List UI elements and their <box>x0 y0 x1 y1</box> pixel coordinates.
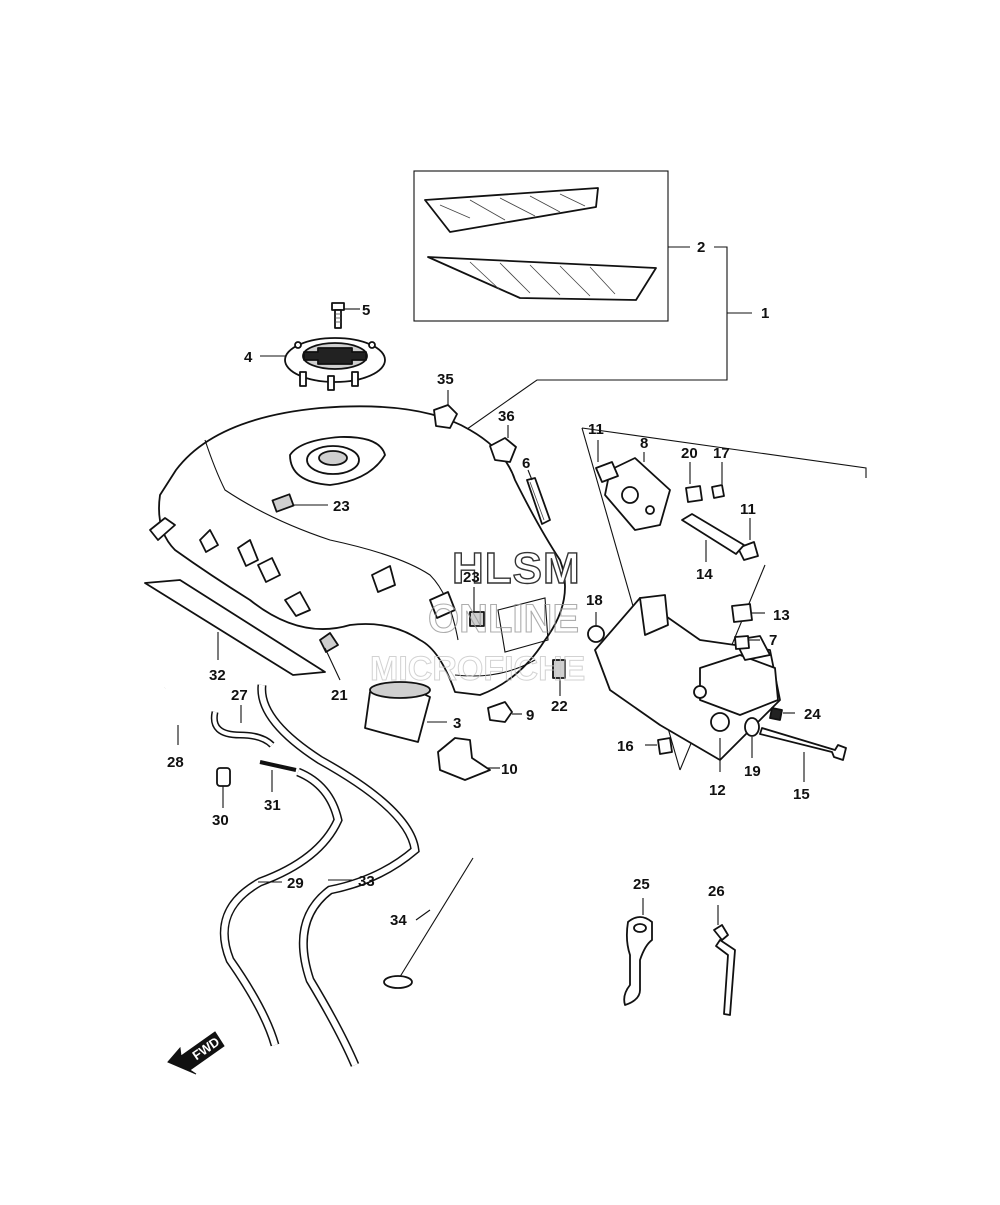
callout-20: 20 <box>681 445 698 462</box>
hoses <box>162 684 420 1067</box>
clamp-30 <box>216 767 231 787</box>
washer-18 <box>587 625 605 643</box>
callout-33: 33 <box>358 873 375 890</box>
callout-6: 6 <box>522 455 530 472</box>
fwd-arrow: FWD <box>167 1031 225 1075</box>
bolt-17 <box>711 484 725 499</box>
callout-30: 30 <box>212 812 229 829</box>
callout-32: 32 <box>209 667 226 684</box>
callout-1: 1 <box>761 305 769 322</box>
pipe-14 <box>681 513 745 555</box>
callout-19: 19 <box>744 763 761 780</box>
callout-3: 3 <box>453 715 461 732</box>
bolt-16 <box>657 737 673 755</box>
mount-10 <box>437 737 491 781</box>
callout-29: 29 <box>287 875 304 892</box>
callout-28: 28 <box>167 754 184 771</box>
leader-1 <box>449 246 728 442</box>
callout-17: 17 <box>713 445 730 462</box>
callout-35: 35 <box>437 371 454 388</box>
callout-5: 5 <box>362 302 370 319</box>
watermark-line2: ONLINE <box>428 597 579 641</box>
callout-16: 16 <box>617 738 634 755</box>
tie-head-26 <box>713 924 729 941</box>
hose-31 <box>259 760 297 772</box>
pad-23b <box>469 611 485 627</box>
callout-14: 14 <box>696 566 713 583</box>
spacer-22 <box>552 659 566 679</box>
watermark-line1: HLSM <box>452 544 581 593</box>
callout-4: 4 <box>244 349 253 366</box>
clip-13 <box>731 603 753 623</box>
callout-18: 18 <box>586 592 603 609</box>
cushion-36 <box>489 437 517 463</box>
tube-34 <box>397 857 474 981</box>
cushion-35 <box>433 404 458 429</box>
callout-15: 15 <box>793 786 810 803</box>
callout-13: 13 <box>773 607 790 624</box>
tank-bracket-left <box>149 517 176 541</box>
callout-2: 2 <box>697 239 705 256</box>
fuel-tank <box>149 405 566 696</box>
callout-11-left: 11 <box>588 421 604 438</box>
rubber-3 <box>364 681 431 743</box>
pad-32 <box>144 579 326 676</box>
callout-36: 36 <box>498 408 515 425</box>
callout-11-right: 11 <box>740 501 756 518</box>
callout-21: 21 <box>331 687 348 704</box>
callout-labels: 1 2 3 4 5 6 7 8 9 10 11 11 12 13 14 15 1… <box>167 239 821 929</box>
callout-7: 7 <box>769 632 777 649</box>
callout-22: 22 <box>551 698 568 715</box>
decal-lower <box>427 256 657 301</box>
strap-25 <box>623 916 653 1006</box>
callout-8: 8 <box>640 435 648 452</box>
callout-23-upper: 23 <box>333 498 350 515</box>
nut-7 <box>734 635 750 650</box>
callout-25: 25 <box>633 876 650 893</box>
callout-12: 12 <box>709 782 726 799</box>
collar-20 <box>685 485 703 503</box>
grommet-11a <box>595 461 619 483</box>
callout-34: 34 <box>390 912 407 929</box>
part-21-grommet <box>319 632 339 653</box>
callout-23-lower: 23 <box>463 569 480 586</box>
callout-27: 27 <box>231 687 248 704</box>
callout-10: 10 <box>501 761 518 778</box>
rubber-9 <box>487 701 513 723</box>
fuel-cap <box>284 337 386 391</box>
callout-24: 24 <box>804 706 821 723</box>
callout-31: 31 <box>264 797 281 814</box>
decal-upper <box>424 187 599 233</box>
washer-19 <box>744 717 760 737</box>
callout-9: 9 <box>526 707 534 724</box>
decal-inset-box <box>413 170 669 322</box>
bolt-15 <box>759 727 847 761</box>
callout-26: 26 <box>708 883 725 900</box>
watermark-line3: MICROFICHE <box>370 650 585 688</box>
cap-bolt <box>331 302 345 329</box>
nut-24 <box>769 707 783 721</box>
